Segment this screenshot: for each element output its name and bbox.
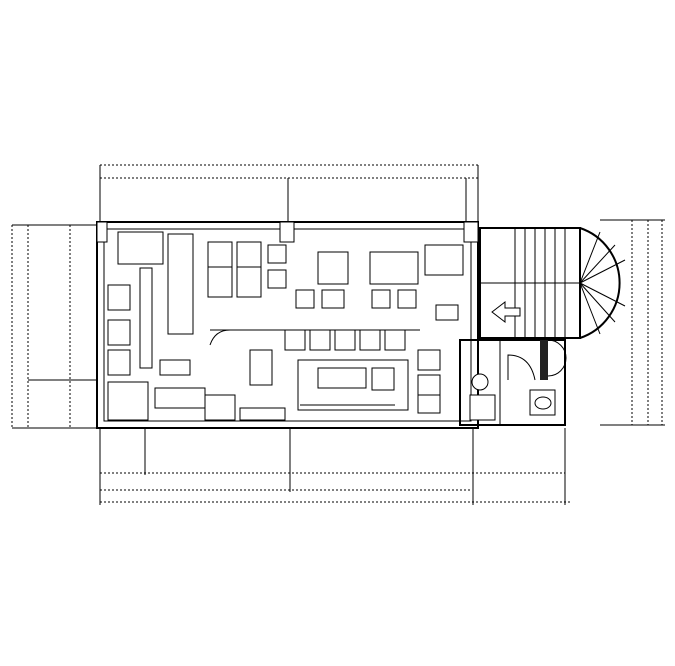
- entrance-area: [205, 395, 395, 420]
- kitchen-area: [108, 232, 205, 420]
- dimension-lines-left: [12, 225, 97, 428]
- dimension-lines-top: [100, 165, 478, 222]
- building-outline: [97, 222, 478, 428]
- toilet-area: [460, 340, 566, 425]
- counter-bar: [210, 330, 420, 410]
- dimension-lines-bottom: [100, 428, 570, 505]
- dimension-lines-right: [600, 220, 665, 425]
- dining-tables: [208, 242, 463, 413]
- stair-treads: [515, 228, 625, 338]
- arrow-icon: [492, 302, 520, 322]
- staircase: [480, 228, 625, 338]
